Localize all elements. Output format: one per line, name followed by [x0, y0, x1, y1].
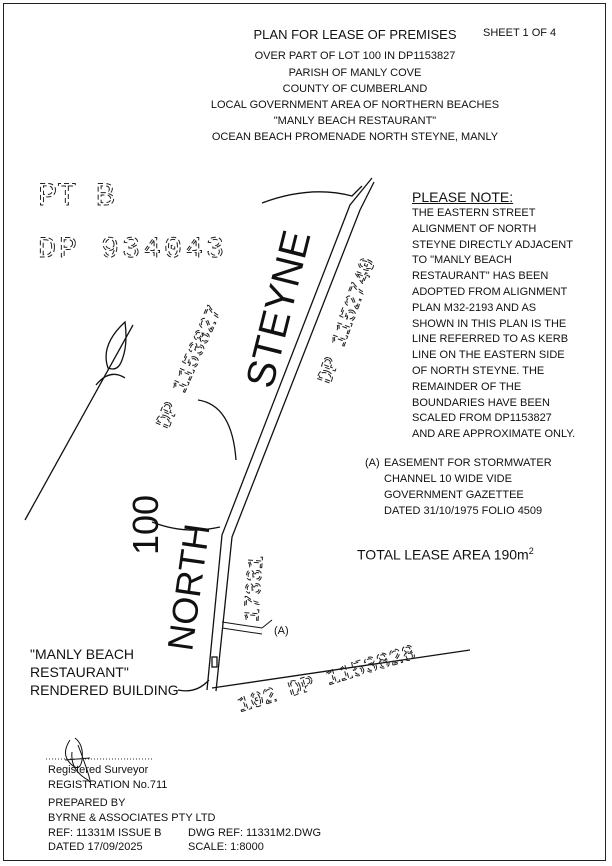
building-label: RESTAURANT"	[30, 664, 129, 680]
lease-area-unit-sup: 2	[528, 546, 534, 556]
note-line: BOUNDARIES HAVE BEEN	[412, 396, 550, 409]
building-label: "MANLY BEACH	[30, 646, 135, 662]
scale: SCALE: 1:8000	[188, 841, 264, 853]
label-dp-17331: 17331	[240, 555, 270, 623]
prepared-by: PREPARED BY	[48, 797, 126, 809]
company-name: BYRNE & ASSOCIATES PTY LTD	[48, 812, 216, 824]
drawing-reference: DWG REF: 11331M2.DWG	[188, 827, 322, 839]
easement-line: EASEMENT FOR STORMWATER	[384, 457, 552, 469]
road-boundary-west	[206, 177, 373, 691]
note-line: RESTAURANT" HAS BEEN	[412, 270, 549, 283]
note-line: LINE ON THE EASTERN SIDE	[412, 349, 565, 362]
note-line: LINE REFERRED TO AS KERB	[412, 333, 569, 346]
header-line: "MANLY BEACH RESTAURANT"	[273, 115, 437, 127]
total-lease-area: TOTAL LEASE AREA 190m2	[357, 546, 534, 563]
boundary-line-south	[211, 649, 471, 689]
leader-arrow	[197, 399, 237, 461]
please-note: PLEASE NOTE: THE EASTERN STREET ALIGNMEN…	[412, 188, 612, 443]
note-line: PLAN M32-2193 AND AS	[412, 301, 537, 314]
header-line: COUNTY OF CUMBERLAND	[282, 83, 428, 95]
easement-line: CHANNEL 10 WIDE VIDE	[384, 473, 512, 485]
note-title: PLEASE NOTE:	[412, 189, 514, 205]
easement-marker: (A)	[274, 625, 289, 637]
boundary-line-north	[261, 185, 363, 204]
note-line: AND ARE APPROXIMATE ONLY.	[412, 428, 576, 441]
building-footprint	[211, 656, 218, 668]
leader-arrow	[151, 521, 221, 531]
date: DATED 17/09/2025	[48, 841, 143, 853]
sheet-number: SHEET 1 OF 4	[483, 27, 557, 39]
note-line: OF NORTH STEYNE. THE	[412, 364, 545, 377]
label-pt-b: PT B	[38, 178, 115, 215]
label-dp-934043: DP 934043	[38, 233, 227, 267]
header-line: LOCAL GOVERNMENT AREA OF NORTHERN BEACHE…	[210, 99, 500, 111]
easement-line: DATED 31/10/1975 FOLIO 4509	[384, 505, 543, 517]
north-arrow-icon	[95, 373, 126, 386]
reference: REF: 11331M ISSUE B	[48, 827, 162, 839]
easement-lines	[221, 619, 273, 635]
sheet-border	[3, 3, 606, 861]
surveyor-title: Registered Surveyor	[48, 764, 149, 776]
note-line: ALIGNMENT OF NORTH	[412, 222, 537, 235]
note-line: STEYNE DIRECTLY ADJACENT	[412, 238, 573, 251]
easement-marker: (A)	[365, 457, 380, 469]
note-line: THE EASTERN STREET	[412, 207, 536, 219]
easement-line: GOVERNMENT GAZETTEE	[384, 489, 524, 501]
header-line: OVER PART OF LOT 100 IN DP1153827	[254, 50, 456, 62]
note-line: TO "MANLY BEACH	[412, 254, 512, 267]
note-line: SHOWN IN THIS PLAN IS THE	[412, 317, 567, 330]
plan-title: PLAN FOR LEASE OF PREMISES	[253, 27, 457, 42]
north-arrow-icon	[105, 320, 127, 370]
lease-area-label: TOTAL LEASE AREA 190m	[357, 546, 529, 563]
north-line	[24, 324, 134, 521]
header-line: OCEAN BEACH PROMENADE NORTH STEYNE, MANL…	[211, 131, 499, 143]
building-label: RENDERED BUILDING	[30, 682, 179, 698]
signature-mark	[64, 737, 91, 783]
header-line: PARISH OF MANLY COVE	[288, 67, 422, 79]
note-line: SCALED FROM DP1153827	[412, 412, 552, 425]
note-line: ADOPTED FROM ALIGNMENT	[412, 285, 568, 298]
road-boundary-east	[215, 181, 375, 692]
leader-arrow	[177, 679, 210, 692]
note-line: REMAINDER OF THE	[412, 380, 522, 393]
lot-number-100: 100	[125, 495, 166, 555]
registration-number: REGISTRATION No.711	[48, 779, 168, 791]
